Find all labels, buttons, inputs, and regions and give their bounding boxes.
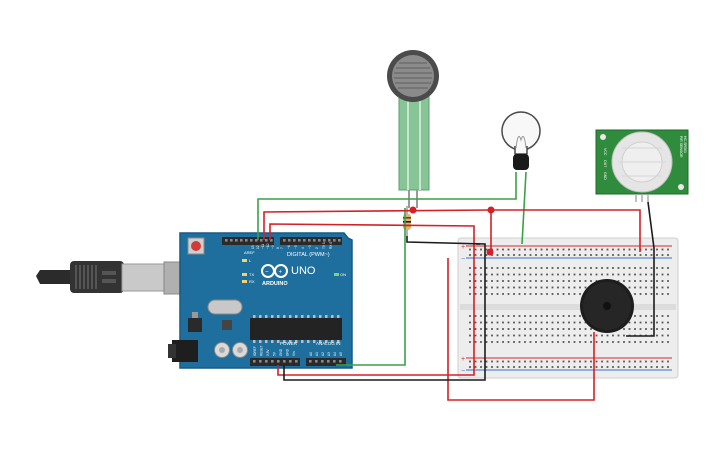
power-pin-label: IOREF (253, 346, 257, 356)
bottom-headers[interactable] (253, 360, 342, 363)
digital-pin-label: ~5 (294, 245, 298, 249)
power-pin-label: 3.3V (266, 349, 270, 356)
digital-pin-label: ~3 (308, 245, 312, 249)
digital-pin-label: 4 (301, 247, 305, 249)
bulb-icon[interactable] (501, 111, 541, 170)
brand-label: ARDUINO (262, 281, 288, 287)
svg-text:−: − (265, 270, 269, 276)
analog-label: ANALOG IN (316, 341, 341, 346)
digital-pin-label: ~9 (271, 245, 275, 249)
svg-text:+: + (279, 270, 283, 276)
wire-green-bulb-bb (521, 171, 527, 245)
digital-pin-label: 8 (276, 247, 280, 249)
digital-pin-label: 13 (251, 245, 255, 249)
power-pin-label: 5V (273, 351, 277, 356)
svg-text:+: + (461, 356, 465, 363)
digital-pin-label: TX 1 (322, 242, 326, 249)
wire-red-lower (447, 258, 595, 401)
digital-label: DIGITAL (PWM~) (287, 252, 330, 258)
svg-text:−: − (461, 256, 465, 263)
l-label: L (249, 258, 252, 263)
breadboard[interactable]: + + − − (457, 237, 679, 379)
pir-dome-icon (611, 131, 673, 193)
digital-pin-label: 12 (256, 245, 260, 249)
digital-pin-label: ~6 (287, 245, 291, 249)
power-pin-label: GND (286, 348, 290, 356)
pir-right-label-2: HC-SR501 (683, 136, 687, 153)
power-label: POWER (280, 341, 298, 346)
digital-pin-label: 2 (315, 247, 319, 249)
power-pin-label: Vin (292, 351, 296, 356)
analog-pin-label: A0 (309, 352, 313, 356)
wire-black-pir (626, 201, 655, 337)
digital-pin-label: ~10 (266, 243, 270, 249)
pir-sensor[interactable]: VCC OUT GND PIR SENSOR HC-SR501 (595, 129, 689, 202)
digital-pin-label: 7 (280, 247, 284, 249)
digital-pin-label: RX 0 (329, 242, 333, 249)
fsr-sensor-icon[interactable] (387, 50, 439, 208)
analog-pin-label: A2 (321, 352, 325, 356)
wire-green-bulb (257, 172, 517, 240)
digital-pin-label: ~11 (261, 244, 265, 249)
pir-right-label-1: PIR SENSOR (679, 136, 683, 158)
pir-left-label-2: OUT (603, 160, 607, 168)
buzzer-icon[interactable] (580, 279, 634, 333)
usb-plug-icon[interactable] (36, 261, 205, 295)
power-pin-label: RESET (260, 345, 264, 356)
aref-label: AREF (244, 250, 255, 255)
tx-label: TX (249, 272, 254, 277)
svg-text:−: − (461, 368, 465, 375)
analog-pin-label: A4 (333, 352, 337, 356)
model-label: UNO (291, 265, 316, 277)
svg-text:+: + (461, 244, 465, 251)
arduino-logo-icon: − + (261, 264, 288, 278)
pir-left-label-3: GND (603, 172, 607, 180)
wire-black-gnd (283, 236, 486, 381)
on-label: ON (340, 272, 346, 277)
power-pin-label: GND (279, 348, 283, 356)
analog-pin-label: A1 (315, 352, 319, 356)
wire-red-pin (269, 223, 475, 376)
analog-pin-label: A3 (327, 352, 331, 356)
wire-junctions (409, 206, 495, 256)
pir-left-label-1: VCC (603, 148, 607, 156)
analog-pin-label: A5 (339, 352, 343, 356)
rx-label: RX (249, 279, 255, 284)
digital-header[interactable] (225, 239, 341, 242)
wire-green-fsr-a0 (336, 208, 406, 366)
